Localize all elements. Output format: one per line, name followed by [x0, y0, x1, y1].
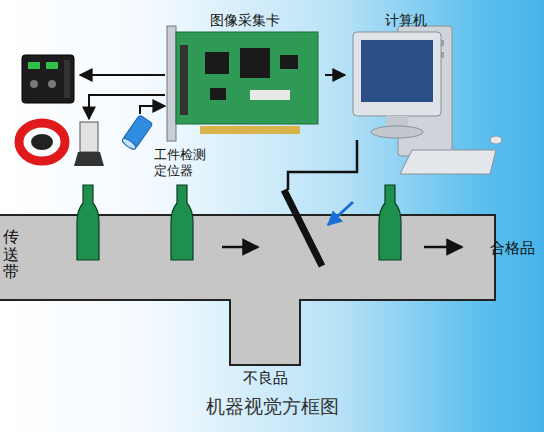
- reject-flipper: [284, 190, 322, 266]
- light-controller: [22, 55, 74, 103]
- node-text: 图像采集卡: [210, 12, 280, 30]
- output-label: 不良品: [243, 369, 288, 388]
- pcb-board: [176, 32, 318, 124]
- wire: [80, 74, 165, 76]
- sensor-icon: [121, 115, 153, 151]
- ring-light-hole: [31, 134, 53, 150]
- monitor: [353, 32, 441, 116]
- bottle: [77, 185, 99, 260]
- chip: [240, 48, 270, 78]
- computer: 计算机: [345, 6, 505, 176]
- bottle: [171, 185, 193, 260]
- keyboard: [400, 150, 496, 174]
- wire: [89, 95, 165, 119]
- conveyor-belt: [0, 215, 495, 365]
- card-sticker: [250, 90, 290, 100]
- gold-fingers: [200, 126, 300, 134]
- chip: [210, 88, 226, 100]
- node-text: 工件检测 定位器: [154, 147, 210, 180]
- sensor: 工件检测 定位器: [118, 114, 214, 184]
- camera-body: [80, 122, 98, 152]
- capture-card: 图像采集卡: [165, 6, 325, 146]
- monitor-screen: [361, 40, 433, 102]
- camera-lens: [74, 152, 104, 166]
- chip: [205, 52, 229, 74]
- pointer-arrow: [328, 202, 353, 225]
- monitor-base: [371, 126, 423, 138]
- controller-knob: [48, 80, 56, 88]
- controller-side: [64, 60, 70, 98]
- connector: [325, 74, 345, 76]
- control-wire: [288, 140, 357, 190]
- ring-light: [19, 123, 65, 161]
- belt-label: 传送带: [3, 228, 19, 281]
- connector: [140, 106, 165, 114]
- card-connector: [180, 45, 188, 115]
- controller-display: [46, 62, 58, 69]
- mouse: [490, 136, 502, 144]
- bottle: [379, 185, 401, 260]
- belt-outline: [0, 215, 495, 365]
- chip: [280, 55, 298, 69]
- controller-display: [28, 62, 40, 69]
- output-label: 合格品: [490, 239, 535, 258]
- node-text: 计算机: [385, 12, 427, 30]
- flow-arrow: [222, 246, 258, 249]
- caption: 机器视觉方框图: [0, 394, 544, 420]
- flow-arrow: [424, 246, 462, 249]
- pci-bracket: [167, 26, 176, 141]
- controller-knob: [30, 80, 38, 88]
